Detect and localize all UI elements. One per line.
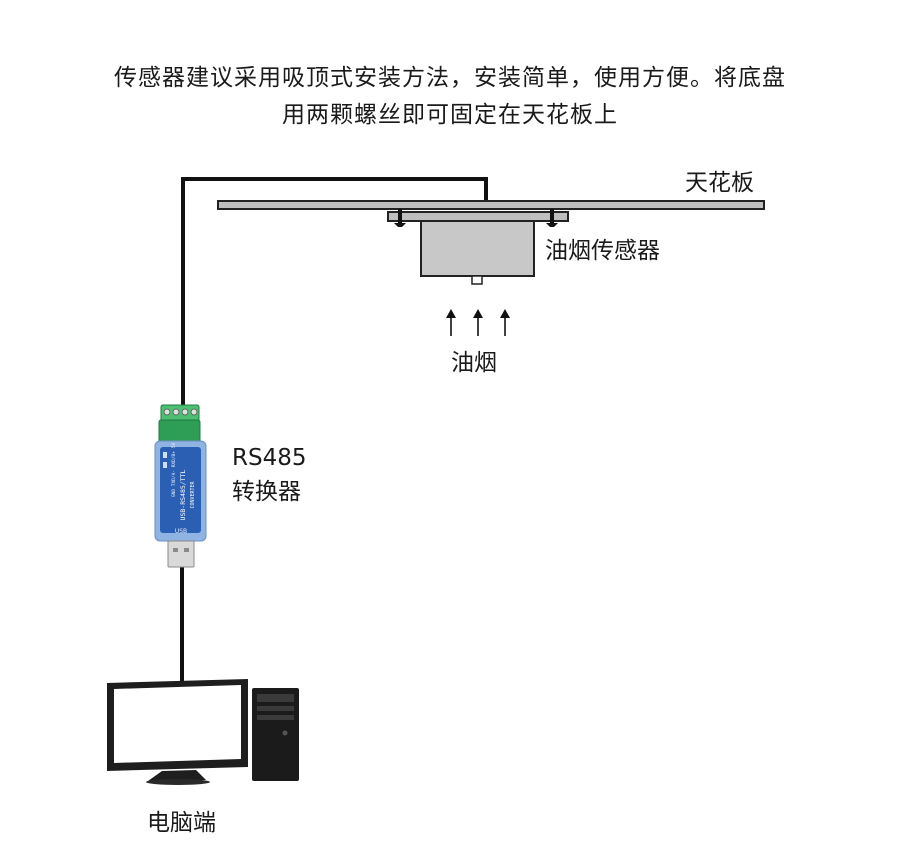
converter-model-text: USB-RS485/TTL	[179, 469, 187, 520]
converter-pins-text: GND TXD/A- RXD/B+ 5V	[171, 443, 177, 497]
converter-usb-text: USB	[175, 528, 187, 535]
ceiling-label: 天花板	[685, 170, 754, 196]
cable-to-sensor	[181, 177, 488, 408]
intro-line-2: 用两颗螺丝即可固定在天花板上	[282, 102, 618, 128]
converter-label-line-2: 转换器	[232, 479, 301, 505]
smoke-label: 油烟	[451, 350, 497, 376]
converter-label-line-1: RS485	[232, 445, 307, 471]
rs485-converter: USB-RS485/TTL CONVERTER GND TXD/A- RXD/B…	[154, 404, 207, 568]
ceiling-board	[217, 200, 765, 210]
smoke-arrows	[446, 309, 510, 336]
sensor-label: 油烟传感器	[545, 238, 660, 264]
screw-right	[546, 209, 558, 227]
computer	[107, 679, 299, 785]
sensor-base-plate	[387, 211, 569, 222]
sensor-probe	[471, 275, 483, 285]
intro-text: 传感器建议采用吸顶式安装方法，安装简单，使用方便。将底盘 用两颗螺丝即可固定在天…	[0, 60, 900, 134]
oil-fume-sensor	[420, 220, 535, 277]
intro-line-1: 传感器建议采用吸顶式安装方法，安装简单，使用方便。将底盘	[114, 65, 786, 91]
computer-label: 电脑端	[147, 810, 216, 836]
screw-left	[394, 209, 406, 227]
converter-sub-text: CONVERTER	[190, 480, 196, 508]
